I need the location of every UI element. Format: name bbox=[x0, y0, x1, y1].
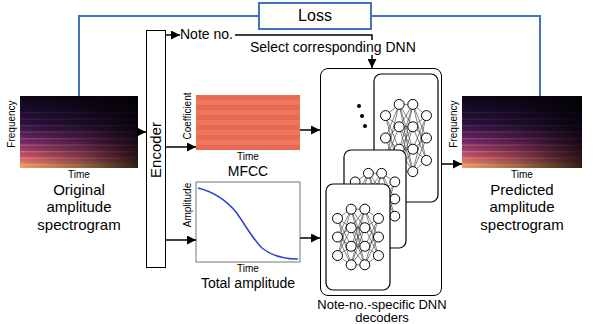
neuron bbox=[408, 167, 418, 177]
panel-caption: Predicted amplitude spectrogram bbox=[467, 181, 577, 233]
neuron bbox=[363, 168, 373, 178]
neuron bbox=[377, 168, 387, 178]
box-label: Loss bbox=[298, 7, 332, 25]
neuron bbox=[346, 223, 356, 233]
connector bbox=[166, 239, 196, 241]
neuron bbox=[408, 99, 418, 109]
mfcc-rows bbox=[196, 95, 300, 150]
neuron bbox=[421, 155, 431, 165]
connector bbox=[166, 146, 196, 148]
weight-line bbox=[351, 209, 365, 265]
mfcc-row bbox=[196, 135, 300, 140]
ellipsis-dots bbox=[357, 104, 367, 128]
neuron bbox=[333, 213, 343, 223]
neuron bbox=[373, 213, 383, 223]
mfcc-row bbox=[196, 115, 300, 120]
spectrogram-base bbox=[20, 96, 138, 168]
neuron bbox=[390, 211, 400, 221]
axis-label: Amplitude bbox=[182, 183, 193, 227]
edge-label: Select corresponding DNN bbox=[248, 40, 418, 55]
dot bbox=[363, 124, 367, 128]
weight-line bbox=[351, 209, 365, 265]
total-amplitude-plot bbox=[196, 182, 300, 262]
axis-label: Time bbox=[237, 151, 259, 162]
mfcc-row bbox=[196, 100, 300, 105]
predicted-spectrogram: FrequencyTimePredicted amplitude spectro… bbox=[462, 96, 582, 168]
panel-caption: Total amplitude bbox=[188, 275, 308, 291]
neuron bbox=[408, 122, 418, 132]
loss-box: Loss bbox=[258, 2, 372, 30]
spectrogram-base bbox=[462, 96, 582, 168]
neuron bbox=[373, 232, 383, 242]
mfcc-image bbox=[196, 95, 300, 150]
neuron bbox=[390, 177, 400, 187]
encoder-label: Encoder bbox=[148, 122, 165, 178]
connector bbox=[300, 237, 320, 239]
neuron bbox=[394, 122, 404, 132]
predicted-spectrogram-image bbox=[462, 96, 582, 168]
neuron bbox=[360, 223, 370, 233]
axis-label: Frequency bbox=[6, 100, 17, 147]
dot bbox=[360, 114, 364, 118]
plot-frame bbox=[196, 182, 300, 262]
network-card bbox=[326, 184, 390, 290]
note-label: Note no. bbox=[180, 27, 235, 42]
axis-label: Coefficient bbox=[182, 92, 193, 139]
mfcc-row bbox=[196, 125, 300, 130]
mfcc-row bbox=[196, 130, 300, 135]
connector bbox=[300, 129, 320, 131]
panel-caption: MFCC bbox=[196, 163, 300, 179]
spectrogram-fade bbox=[462, 96, 582, 168]
dnn-decoders-box: Note-no.-specific DNN decoders bbox=[320, 68, 442, 296]
mfcc-row bbox=[196, 110, 300, 115]
neuron bbox=[360, 241, 370, 251]
amplitude-curve bbox=[198, 188, 298, 259]
neuron bbox=[373, 251, 383, 261]
neuron bbox=[346, 241, 356, 251]
neuron bbox=[346, 204, 356, 214]
dnn-stack bbox=[326, 74, 438, 290]
neuron bbox=[360, 260, 370, 270]
dot bbox=[357, 104, 361, 108]
total-amplitude-panel: AmplitudeTimeTotal amplitude bbox=[196, 182, 300, 262]
connector bbox=[138, 131, 146, 133]
neuron bbox=[421, 111, 431, 121]
axis-label: Time bbox=[68, 169, 90, 180]
neuron bbox=[346, 260, 356, 270]
axis-label: Time bbox=[237, 263, 259, 274]
decoder-caption: Note-no.-specific DNN decoders bbox=[302, 298, 462, 324]
original-spectrogram: FrequencyTimeOriginal amplitude spectrog… bbox=[20, 96, 138, 168]
axis-label: Frequency bbox=[448, 100, 459, 147]
dnn-network bbox=[326, 184, 390, 290]
neuron bbox=[394, 99, 404, 109]
connector bbox=[442, 163, 462, 165]
neuron bbox=[381, 111, 391, 121]
mfcc-base bbox=[196, 95, 300, 150]
spectrogram-fade bbox=[20, 96, 138, 168]
connector bbox=[372, 16, 540, 96]
connector bbox=[79, 16, 258, 96]
mfcc-row bbox=[196, 95, 300, 100]
neuron bbox=[421, 133, 431, 143]
neuron bbox=[381, 133, 391, 143]
neuron bbox=[390, 194, 400, 204]
axis-label: Time bbox=[511, 169, 533, 180]
neuron bbox=[333, 251, 343, 261]
neuron bbox=[360, 204, 370, 214]
mfcc-panel: CoefficientTimeMFCC bbox=[196, 95, 300, 150]
mfcc-row bbox=[196, 140, 300, 145]
note-number: Note no. bbox=[180, 27, 235, 43]
neuron bbox=[408, 144, 418, 154]
mfcc-row bbox=[196, 105, 300, 110]
mfcc-row bbox=[196, 145, 300, 150]
neuron bbox=[333, 232, 343, 242]
panel-caption: Original amplitude spectrogram bbox=[24, 181, 134, 233]
connector bbox=[166, 34, 180, 36]
mfcc-row bbox=[196, 120, 300, 125]
encoder-box: Encoder bbox=[146, 30, 166, 268]
original-spectrogram-image bbox=[20, 96, 138, 168]
